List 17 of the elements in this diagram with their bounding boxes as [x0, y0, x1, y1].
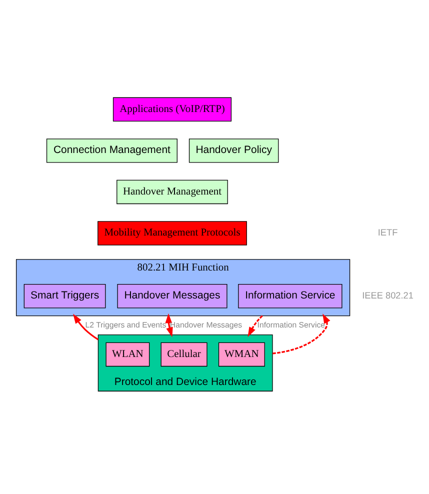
node-box: Information Service — [238, 284, 342, 308]
node-box: Connection Management — [46, 138, 178, 163]
label: IEEE 802.21 — [362, 290, 414, 301]
node-box: WMAN — [218, 342, 265, 367]
node-box: Applications (VoIP/RTP) — [112, 97, 232, 122]
arrow — [272, 314, 330, 354]
arrow — [248, 315, 263, 337]
arrow — [72, 314, 99, 340]
node-box: Handover Messages — [117, 284, 228, 308]
node-box: Cellular — [160, 342, 208, 367]
node-box: Smart Triggers — [24, 284, 106, 308]
arrow — [165, 313, 173, 338]
node-box: WLAN — [106, 342, 150, 367]
node-box: Handover Policy — [188, 138, 279, 163]
label: IETF — [378, 228, 398, 238]
node-box: Mobility Management Protocols — [98, 221, 247, 246]
node-box: Handover Management — [116, 180, 228, 204]
